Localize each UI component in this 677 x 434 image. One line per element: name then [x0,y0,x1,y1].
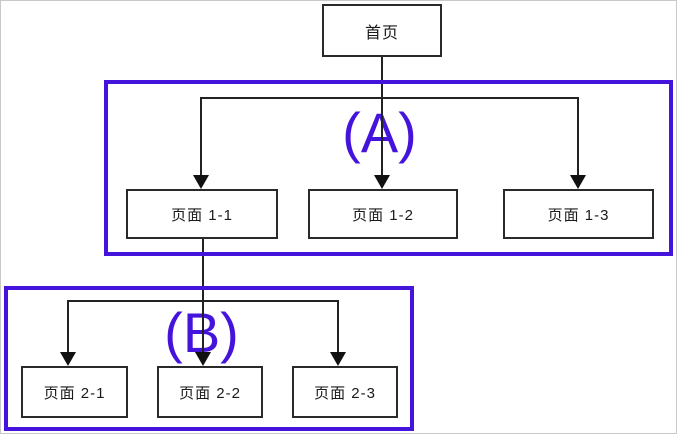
arrowhead-page21 [60,352,76,366]
node-page-2-2-label: 页面 2-2 [179,384,241,402]
node-home: 首页 [322,4,442,57]
arrowhead-page11 [193,175,209,189]
node-page-2-2: 页面 2-2 [157,366,263,418]
connector-level1-horizontal [200,97,579,99]
connector-drop-page11 [200,97,202,175]
connector-drop-page13 [577,97,579,175]
node-page-1-2-label: 页面 1-2 [352,206,414,224]
group-a-label: (A) [342,101,417,164]
connector-drop-page23 [337,300,339,352]
node-page-1-1: 页面 1-1 [126,189,278,239]
node-page-1-3: 页面 1-3 [503,189,654,239]
connector-page11-vertical [202,239,204,352]
arrowhead-page12 [374,175,390,189]
node-page-2-3-label: 页面 2-3 [314,384,376,402]
connector-level2-horizontal [67,300,339,302]
node-page-1-3-label: 页面 1-3 [547,206,610,224]
arrowhead-page22 [195,352,211,366]
node-page-2-1: 页面 2-1 [21,366,128,418]
node-page-1-1-label: 页面 1-1 [171,206,233,224]
arrowhead-page13 [570,175,586,189]
arrowhead-page23 [330,352,346,366]
node-page-1-2: 页面 1-2 [308,189,458,239]
node-page-2-1-label: 页面 2-1 [43,384,106,402]
node-page-2-3: 页面 2-3 [292,366,398,418]
connector-root-vertical [381,57,383,175]
connector-drop-page21 [67,300,69,352]
node-home-label: 首页 [364,24,399,42]
